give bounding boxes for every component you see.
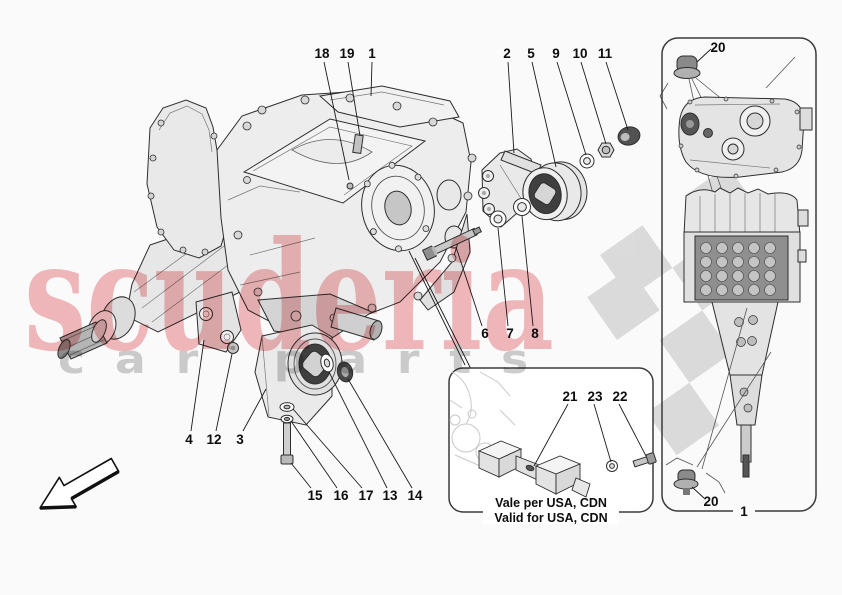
callout-15: 15 — [290, 462, 323, 503]
callout-label: 14 — [407, 488, 423, 503]
callout-6: 6 — [455, 246, 489, 341]
washer-23 — [606, 460, 618, 472]
callout-22: 22 — [612, 389, 647, 457]
callout-label: 18 — [314, 46, 330, 61]
callout-4: 4 — [185, 339, 205, 447]
callout-3: 3 — [236, 388, 267, 447]
callout-1: 1 — [368, 46, 376, 97]
inset-link-line-1 — [408, 250, 466, 366]
callout-11: 11 — [598, 46, 629, 131]
callout-19: 19 — [339, 46, 361, 137]
callout-label: 20 — [703, 494, 718, 509]
side-panel: 20 20 1 — [659, 37, 817, 519]
bushing-11 — [617, 126, 641, 146]
callout-label: 10 — [572, 46, 587, 61]
gearbox-main-assembly — [57, 85, 477, 360]
callout-5: 5 — [527, 46, 557, 168]
clutch-face — [361, 161, 435, 253]
callout-label: 5 — [527, 46, 535, 61]
callout-7: 7 — [497, 227, 514, 341]
plug-20-top — [673, 55, 701, 79]
callout-label: 16 — [333, 488, 349, 503]
washer-16 — [280, 414, 294, 424]
direction-arrow-icon — [39, 457, 120, 510]
inset-link-line-2 — [414, 257, 473, 372]
washer-9 — [579, 153, 595, 169]
callout-label: 4 — [185, 432, 193, 447]
callout-13: 13 — [328, 371, 398, 503]
watermark-tagline: car parts — [58, 337, 558, 383]
washer-7 — [489, 210, 507, 228]
callout-label: 17 — [358, 488, 373, 503]
callout-label: 23 — [587, 389, 603, 404]
case-bolts — [233, 93, 477, 323]
callout-label: 15 — [307, 488, 323, 503]
callout-21: 21 — [533, 389, 578, 467]
callout-20-bottom: 20 — [691, 486, 719, 509]
stud-19 — [352, 133, 364, 155]
bolt-22 — [632, 452, 657, 468]
fitting-18 — [346, 182, 354, 190]
callout-8: 8 — [521, 215, 539, 341]
callout-label: 3 — [236, 432, 244, 447]
callout-9: 9 — [552, 46, 587, 156]
callout-label: 20 — [710, 40, 725, 55]
gearbox-top-cover — [242, 118, 427, 204]
bracket-21 — [477, 440, 591, 498]
washer-8 — [513, 198, 531, 216]
callout-14: 14 — [347, 378, 423, 503]
note-text-mask — [483, 510, 619, 524]
callout-label: 22 — [612, 389, 627, 404]
gearbox-mount-lower — [254, 324, 354, 465]
gearbox-mount-upper — [421, 126, 641, 261]
callout-label: 9 — [552, 46, 560, 61]
callout-20-top: 20 — [696, 40, 726, 63]
watermark-brand: scuderia — [24, 209, 554, 385]
washer-13 — [320, 353, 334, 373]
callout-label: 21 — [562, 389, 578, 404]
callout-label: 13 — [382, 488, 398, 503]
callout-2: 2 — [503, 46, 515, 154]
bolt-6 — [421, 226, 482, 261]
mount-pin — [330, 307, 383, 341]
watermark: scuderia car parts — [24, 209, 558, 385]
callout-16: 16 — [290, 420, 349, 503]
note-line-1: Vale per USA, CDN — [495, 496, 607, 510]
gearbox-rear-view — [678, 96, 813, 179]
note-line-2: Valid for USA, CDN — [494, 511, 607, 525]
callout-label: 7 — [506, 326, 514, 341]
callout-23: 23 — [587, 389, 612, 463]
callout-label: 19 — [339, 46, 354, 61]
ring-14 — [336, 361, 354, 383]
callout-1-panel: 1 — [733, 504, 755, 519]
callout-label: 1 — [368, 46, 376, 61]
gearbox-top-view — [683, 187, 809, 478]
bore-upper — [436, 179, 462, 211]
callout-label: 8 — [531, 326, 539, 341]
callout-label: 2 — [503, 46, 511, 61]
callout-label: 6 — [481, 326, 489, 341]
washer-17 — [279, 402, 295, 412]
callout-17: 17 — [292, 408, 374, 503]
nut-10 — [597, 142, 615, 158]
output-shaft — [57, 296, 136, 360]
support-bracket-4 — [195, 291, 242, 353]
callout-label: 1 — [740, 504, 748, 519]
stud-15 — [280, 422, 294, 465]
callout-label: 11 — [598, 46, 613, 61]
usa-cdn-inset-box: 21 23 22 Vale per USA, CDN Valid for USA… — [448, 367, 657, 525]
callout-18: 18 — [314, 46, 350, 181]
callout-10: 10 — [572, 46, 607, 145]
mount-damper-5 — [522, 161, 588, 222]
callout-label: 12 — [206, 432, 221, 447]
plug-20-bottom — [673, 469, 699, 495]
bolt-12 — [227, 342, 239, 354]
callout-12: 12 — [206, 353, 233, 447]
